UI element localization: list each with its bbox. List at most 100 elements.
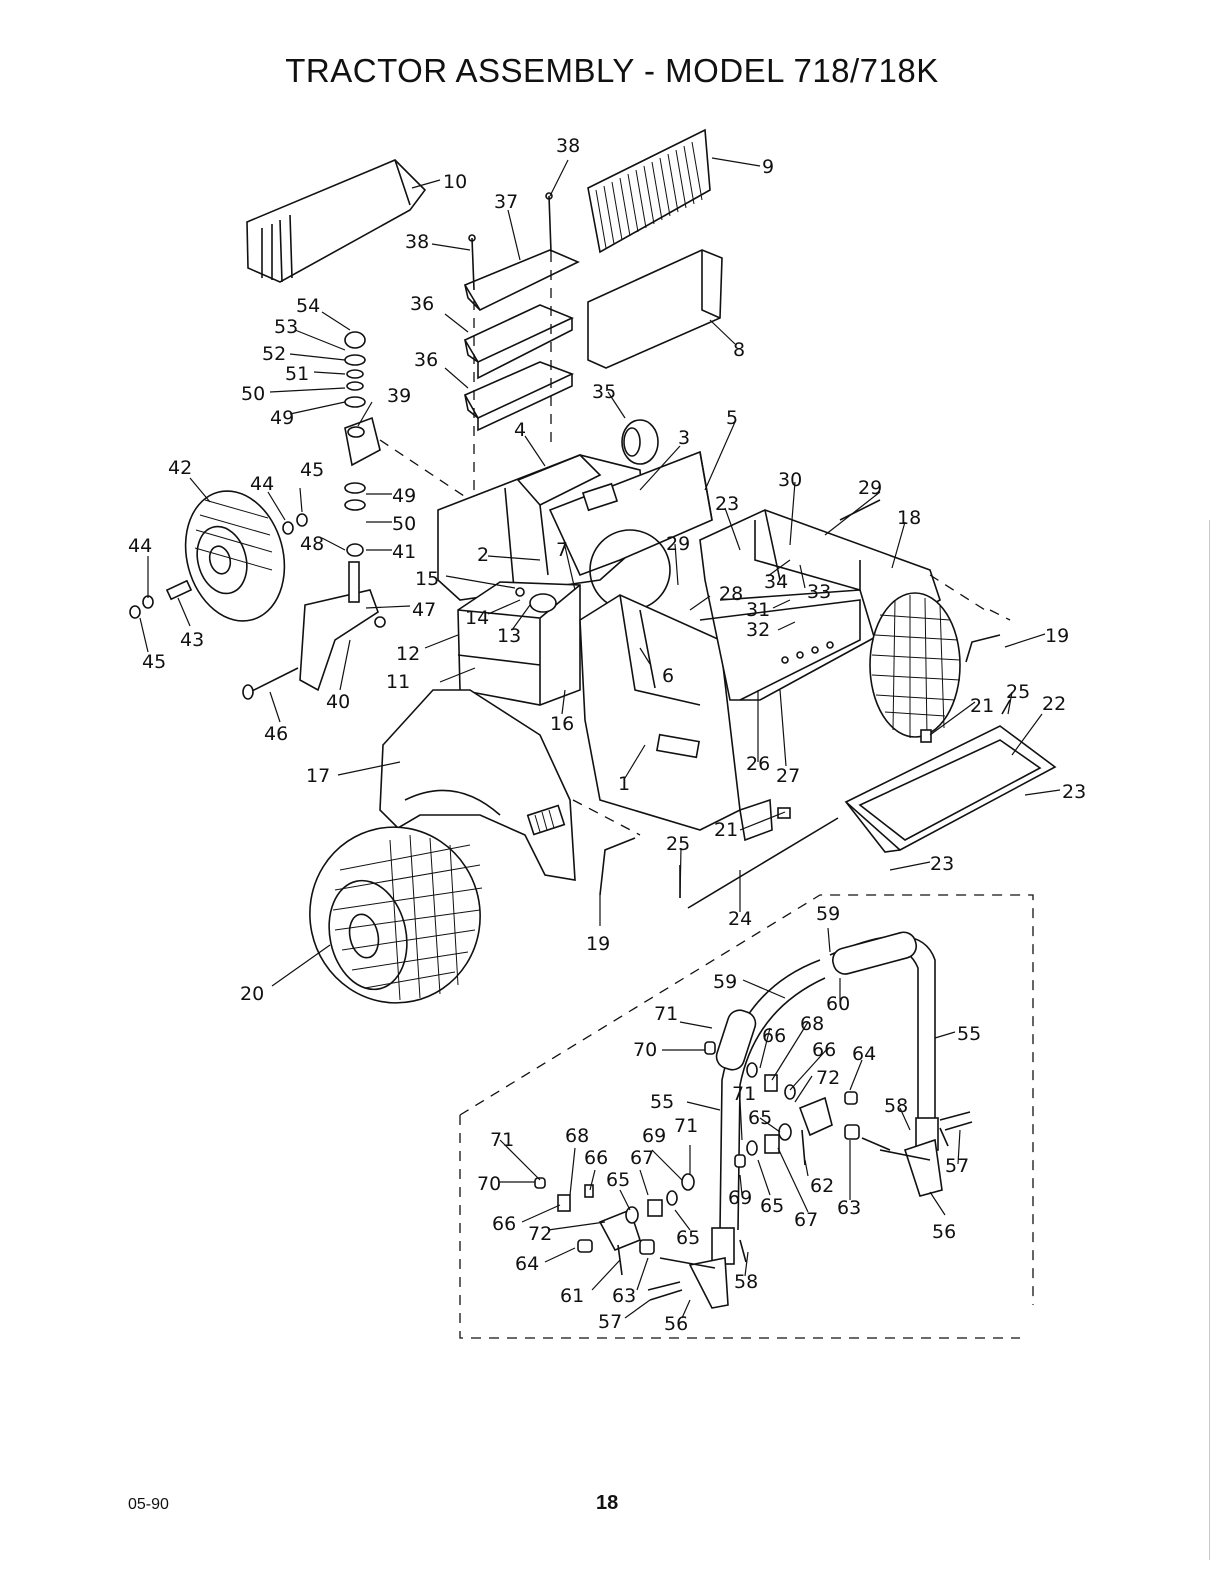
callout-label: 51 <box>285 363 309 385</box>
callout-label: 18 <box>897 507 921 529</box>
callout-label: 53 <box>274 316 298 338</box>
callout-label: 14 <box>465 607 489 629</box>
callout-label: 19 <box>1045 625 1069 647</box>
callout-label: 17 <box>306 765 330 787</box>
callout-label: 7 <box>556 539 568 561</box>
callout-label: 57 <box>598 1311 622 1333</box>
part-57-58-bolts <box>647 1111 973 1301</box>
callout-label: 55 <box>957 1023 981 1045</box>
callout-label: 70 <box>477 1173 501 1195</box>
callout-label: 36 <box>410 293 434 315</box>
callout-label: 71 <box>654 1003 678 1025</box>
callout-label: 25 <box>1006 681 1030 703</box>
callout-label: 37 <box>494 191 518 213</box>
callout-label: 71 <box>732 1083 756 1105</box>
callout-label: 13 <box>497 625 521 647</box>
callout-label: 23 <box>930 853 954 875</box>
callout-label: 26 <box>746 753 770 775</box>
callout-label: 71 <box>490 1129 514 1151</box>
callout-label: 71 <box>674 1115 698 1137</box>
page-edge-divider <box>1209 520 1210 1560</box>
callout-label: 49 <box>392 485 416 507</box>
callout-label: 32 <box>746 619 770 641</box>
part-39-caster-bracket <box>344 416 381 467</box>
callout-label: 67 <box>630 1147 654 1169</box>
callout-label: 6 <box>662 665 674 687</box>
footer-date: 05-90 <box>128 1496 169 1513</box>
callout-label: 42 <box>168 457 192 479</box>
callout-label: 3 <box>678 427 690 449</box>
callout-label: 43 <box>180 629 204 651</box>
callout-label: 31 <box>746 599 770 621</box>
part-65-70-springs-washers <box>534 1041 796 1224</box>
callout-label: 12 <box>396 643 420 665</box>
callout-label: 67 <box>794 1209 818 1231</box>
callout-label: 65 <box>606 1169 630 1191</box>
part-10-hood-scoop <box>246 159 427 283</box>
callout-label: 56 <box>932 1221 956 1243</box>
callout-label: 66 <box>762 1025 786 1047</box>
callout-label: 20 <box>240 983 264 1005</box>
part-20-rear-tire <box>309 826 483 1004</box>
callout-label: 4 <box>514 419 526 441</box>
part-56-brackets <box>659 1138 943 1309</box>
callout-label: 22 <box>1042 693 1066 715</box>
callout-label: 30 <box>778 469 802 491</box>
callout-label: 64 <box>515 1253 539 1275</box>
part-8-panel <box>587 249 723 369</box>
callout-label: 44 <box>250 473 274 495</box>
callout-label: 39 <box>387 385 411 407</box>
callout-label: 54 <box>296 295 320 317</box>
callout-label: 57 <box>945 1155 969 1177</box>
page-title: TRACTOR ASSEMBLY - MODEL 718/718K <box>285 52 939 89</box>
callout-label: 47 <box>412 599 436 621</box>
part-rear-tire-right <box>869 592 961 738</box>
part-22-floor-pan <box>844 725 1057 853</box>
callout-label: 21 <box>714 819 738 841</box>
callout-label: 15 <box>415 568 439 590</box>
part-3-5-dash-panel <box>548 450 713 611</box>
callout-label: 35 <box>592 381 616 403</box>
callout-label: 48 <box>300 533 324 555</box>
page-number: 18 <box>596 1492 619 1514</box>
callout-label: 38 <box>405 231 429 253</box>
callout-label: 41 <box>392 541 416 563</box>
callout-label: 65 <box>760 1195 784 1217</box>
callout-label: 68 <box>565 1125 589 1147</box>
part-9-grille <box>587 128 711 254</box>
callout-label: 66 <box>584 1147 608 1169</box>
callout-label: 16 <box>550 713 574 735</box>
callout-label: 64 <box>852 1043 876 1065</box>
callout-label: 66 <box>492 1213 516 1235</box>
callout-label: 62 <box>810 1175 834 1197</box>
callout-label: 65 <box>676 1227 700 1249</box>
callout-label: 44 <box>128 535 152 557</box>
part-46-bolt <box>242 667 299 700</box>
callout-label: 23 <box>1062 781 1086 803</box>
callout-label: 46 <box>264 723 288 745</box>
callout-label: 59 <box>816 903 840 925</box>
callout-label: 29 <box>666 533 690 555</box>
callout-label: 70 <box>633 1039 657 1061</box>
part-35-cap <box>621 419 659 465</box>
callout-label: 66 <box>812 1039 836 1061</box>
callout-label: 8 <box>733 339 745 361</box>
callout-label: 24 <box>728 908 752 930</box>
callout-label: 56 <box>664 1313 688 1335</box>
callout-label: 2 <box>477 544 489 566</box>
callout-label: 52 <box>262 343 286 365</box>
callout-label: 59 <box>713 971 737 993</box>
callout-label: 27 <box>776 765 800 787</box>
callout-label: 69 <box>642 1125 666 1147</box>
part-42-front-wheel <box>184 490 286 622</box>
callout-label: 72 <box>528 1223 552 1245</box>
callout-label: 63 <box>837 1197 861 1219</box>
callout-label: 5 <box>726 407 738 429</box>
callout-labels: 38 9 10 37 38 54 53 36 52 51 50 8 36 49 … <box>128 135 1086 1335</box>
callout-label: 38 <box>556 135 580 157</box>
leader-lines <box>139 157 1061 1319</box>
callout-label: 40 <box>326 691 350 713</box>
callout-label: 45 <box>300 459 324 481</box>
callout-label: 1 <box>618 773 630 795</box>
